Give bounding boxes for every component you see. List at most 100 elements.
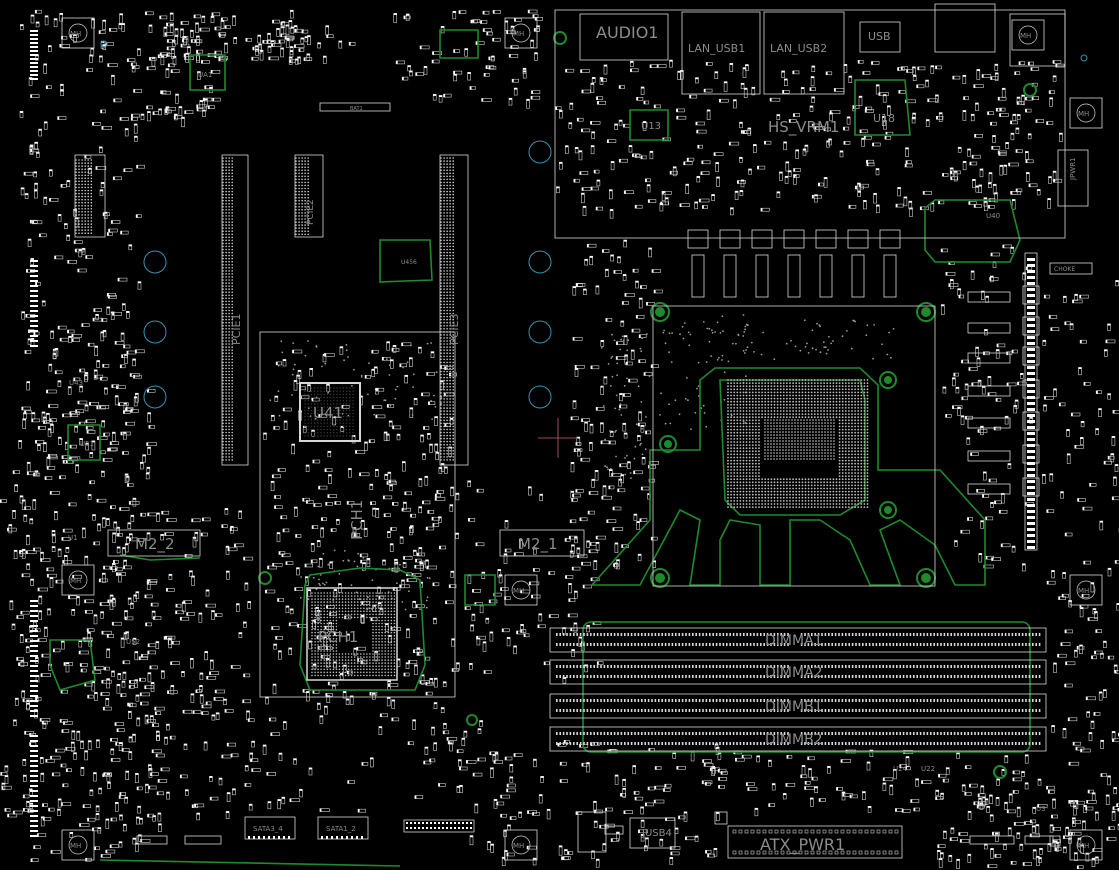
dimm-pin — [885, 709, 888, 712]
via-dot — [621, 335, 624, 338]
sata-pin — [331, 836, 333, 839]
dimm-pin — [902, 742, 905, 745]
bga-ball — [789, 493, 791, 496]
dimm-pin — [913, 665, 915, 668]
via-dot — [760, 353, 763, 356]
bga-ball — [779, 416, 782, 419]
dimm-pin — [688, 643, 691, 646]
smd-component — [119, 364, 126, 369]
strip-pad — [1027, 300, 1035, 303]
bga-ball — [748, 481, 751, 484]
dimm-pin — [651, 675, 653, 678]
via-dot — [823, 346, 826, 348]
smd-component — [116, 572, 126, 576]
dimm-pin — [624, 742, 626, 745]
bga-ball — [727, 503, 729, 505]
dimm-pin — [998, 675, 1000, 678]
dimm-pin — [556, 732, 558, 735]
bga-ball — [795, 391, 798, 394]
dimm-pin — [739, 665, 742, 668]
bga-ball — [730, 382, 732, 384]
smd-component — [140, 113, 145, 120]
bga-ball — [748, 400, 751, 403]
bga-ball — [751, 481, 754, 484]
bga-ball — [736, 419, 739, 422]
dimm-pin — [892, 675, 895, 678]
dimm-pin — [729, 633, 731, 636]
dimm-pin — [933, 665, 935, 668]
bga-ball — [745, 416, 748, 419]
via-dot — [412, 386, 414, 388]
bga-ball — [733, 500, 736, 502]
dimm-pin — [732, 699, 735, 702]
bga-ball — [804, 379, 807, 381]
strip-pad — [1027, 426, 1035, 429]
dimm-pin — [569, 732, 572, 735]
strip-pad — [1027, 498, 1035, 501]
via-dot — [694, 411, 697, 414]
smd-component — [103, 565, 110, 570]
bga-ball — [745, 487, 748, 490]
smd-component — [148, 24, 153, 33]
dimm-pin — [559, 675, 561, 678]
smd-component — [109, 441, 119, 446]
bga-ball — [755, 397, 757, 400]
dimm-pin — [977, 699, 980, 702]
bga-ball — [751, 459, 754, 462]
bga-ball — [795, 416, 798, 419]
dimm-pin — [875, 709, 878, 712]
bga-ball — [789, 400, 791, 403]
header-pin — [30, 605, 38, 607]
dimm-pin — [967, 675, 969, 678]
dimm-pin — [943, 633, 946, 636]
dimm-pin — [613, 699, 616, 702]
bga-ball — [739, 490, 742, 493]
via-dot — [889, 356, 892, 359]
bga-ball — [727, 416, 729, 419]
bga-ball — [733, 441, 736, 443]
bga-ball — [795, 403, 798, 406]
dimm-pin — [736, 665, 738, 668]
dimm-pin — [824, 633, 827, 636]
bga-ball — [823, 500, 825, 502]
bga-ball — [730, 379, 732, 381]
header-pin — [30, 680, 38, 682]
bga-ball — [798, 496, 801, 499]
dimm-pin — [828, 633, 830, 636]
bga-ball — [832, 413, 835, 415]
dimm-pin — [1018, 732, 1020, 735]
bga-ball — [748, 379, 751, 381]
dimm-pin — [991, 665, 993, 668]
bga-ball — [739, 431, 742, 434]
dimm-pin — [1032, 742, 1034, 745]
bga-ball — [823, 496, 825, 499]
bga-ball — [786, 397, 788, 400]
bga-ball — [801, 407, 804, 409]
strip-pad — [1027, 450, 1035, 453]
bga-ball — [817, 487, 819, 490]
smd-component — [149, 57, 157, 61]
bga-ball — [810, 385, 813, 388]
smd-component — [419, 45, 430, 50]
via-dot — [627, 339, 630, 342]
dimm-pin — [987, 699, 990, 702]
bga-ball — [733, 419, 736, 422]
dimm-pin — [746, 665, 748, 668]
dimm-pin — [695, 643, 697, 646]
bga-ball — [751, 465, 754, 468]
bga-ball — [773, 388, 776, 391]
strip-pad — [1027, 456, 1035, 459]
dimm-pin — [709, 699, 711, 702]
via-dot — [426, 596, 429, 599]
smd-component — [148, 424, 155, 429]
via-dot — [356, 565, 359, 568]
header-pin — [30, 615, 38, 617]
smd-component — [290, 26, 295, 34]
via-dot — [624, 363, 627, 366]
dimm-pin — [610, 643, 612, 646]
dimm-pin — [685, 742, 687, 745]
bga-ball — [745, 419, 748, 422]
smd-component — [97, 436, 108, 441]
dimm-pin — [947, 633, 949, 636]
